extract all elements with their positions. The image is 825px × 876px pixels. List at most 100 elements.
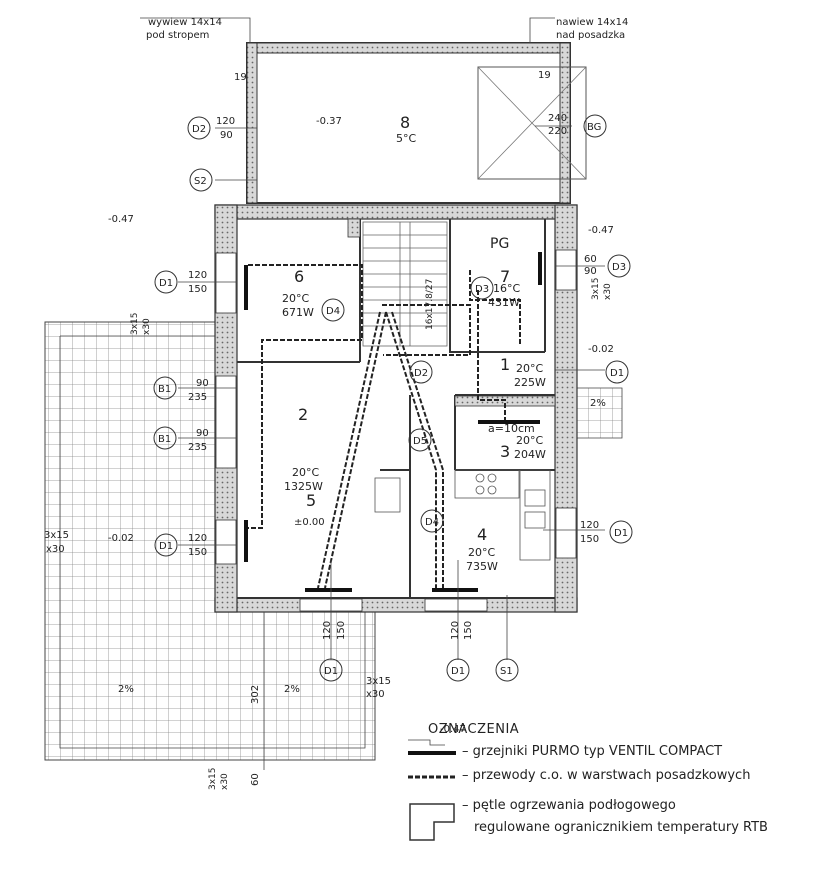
tag-d2-room1: D2 — [409, 360, 433, 384]
dim-150-bottom-a: 150 — [336, 621, 347, 640]
tag-b1-upper: B1 — [153, 376, 177, 400]
legend: OZNACZENIA – grzejniki PURMO typ VENTIL … — [400, 722, 820, 872]
svg-text:D2: D2 — [192, 124, 206, 135]
svg-text:D1: D1 — [159, 278, 173, 289]
room-1-power: 225W — [514, 376, 546, 389]
dim-x30-vertical: x30 — [220, 773, 230, 790]
exhaust-vent-label-2: pod stropem — [146, 30, 209, 41]
svg-text:D1: D1 — [451, 666, 465, 677]
dim-3x15-vertical: 3x15 — [208, 767, 218, 790]
tag-bg: BG — [583, 114, 607, 138]
room-4-number: 4 — [477, 525, 487, 544]
dim-x30-right: x30 — [603, 283, 613, 300]
tag-s2: S2 — [189, 168, 213, 192]
dim-60-room7: 60 — [584, 254, 597, 265]
dim-90-top: 90 — [220, 130, 233, 141]
room-1-number: 1 — [500, 355, 510, 374]
level-0-02-right: -0.02 — [588, 344, 614, 355]
room-7-power: 431W — [488, 296, 520, 309]
level-0-47-bottom: -0.47 — [440, 724, 466, 735]
svg-text:S2: S2 — [194, 176, 207, 187]
svg-text:D3: D3 — [612, 262, 626, 273]
tag-d4-room4: D4 — [420, 509, 444, 533]
dim-150-room6: 150 — [188, 284, 207, 295]
floor-heating-loops — [248, 264, 521, 589]
svg-text:D2: D2 — [414, 368, 428, 379]
room-4-power: 735W — [466, 560, 498, 573]
dim-235-b1-lower: 235 — [188, 442, 207, 453]
dim-120-room6: 120 — [188, 270, 207, 281]
svg-text:D4: D4 — [326, 306, 340, 317]
svg-text:D5: D5 — [413, 436, 427, 447]
svg-text:D1: D1 — [324, 666, 338, 677]
room-2-number: 2 — [298, 405, 308, 424]
dim-x30-left: x30 — [142, 318, 152, 335]
dim-x30-bottom: x30 — [366, 689, 385, 700]
radiator-symbol-icon — [408, 751, 456, 755]
dim-120-bottom-a: 120 — [322, 621, 333, 640]
tag-d5: D5 — [408, 428, 432, 452]
exhaust-vent-label-1: wywiew 14x14 — [148, 17, 222, 28]
dim-90-room7: 90 — [584, 266, 597, 277]
pipe-symbol-icon — [408, 775, 456, 779]
dim-90-b1-lower: 90 — [196, 428, 209, 439]
tag-b1-lower: B1 — [153, 426, 177, 450]
dim-3x15-left: 3x15 — [130, 312, 140, 335]
dim-235-b1-upper: 235 — [188, 392, 207, 403]
dim-3x15-bottom: 3x15 — [366, 676, 391, 687]
spacing-label: a=10cm — [488, 422, 535, 435]
level-0-47-right: -0.47 — [588, 225, 614, 236]
tag-d4-room6: D4 — [321, 298, 345, 322]
room-8-number: 8 — [400, 113, 410, 132]
room-2-power: 1325W — [284, 480, 323, 493]
tag-d1-room6: D1 — [154, 270, 178, 294]
dim-3x15-terrace: 3x15 — [44, 530, 69, 541]
kitchen-fixtures — [374, 469, 551, 561]
svg-text:B1: B1 — [158, 434, 171, 445]
tag-d1-room4: D1 — [609, 520, 633, 544]
room-3-power: 204W — [514, 448, 546, 461]
dim-220: 220 — [548, 126, 567, 137]
dim-x30-terrace: x30 — [46, 544, 65, 555]
legend-title: OZNACZENIA — [428, 722, 520, 737]
level-0-37: -0.37 — [316, 116, 342, 127]
dim-90-b1-upper: 90 — [196, 378, 209, 389]
supply-vent-label-2: nad posadzka — [556, 30, 625, 41]
room-6-temp: 20°C — [282, 292, 309, 305]
room-5-number: 5 — [306, 491, 316, 510]
annex-room-8 — [246, 42, 587, 204]
level-0-47-left: -0.47 — [108, 214, 134, 225]
slope-terrace-mid: 2% — [284, 684, 300, 695]
pg-label: PG — [490, 236, 509, 252]
svg-text:D3: D3 — [475, 284, 489, 295]
tag-s1: S1 — [495, 658, 519, 682]
dim-150-bottom-b: 150 — [463, 621, 474, 640]
slope-terrace-left: 2% — [118, 684, 134, 695]
room-2-temp: 20°C — [292, 466, 319, 479]
dim-60-bottom: 60 — [250, 773, 261, 786]
room-3-temp: 20°C — [516, 434, 543, 447]
floor-loop-symbol-icon — [409, 803, 455, 841]
tag-d1-lower-left: D1 — [154, 533, 178, 557]
room-7-temp: 16°C — [493, 282, 520, 295]
svg-text:D1: D1 — [610, 368, 624, 379]
dim-3x15-right: 3x15 — [591, 277, 601, 300]
room-8-temp: 5°C — [396, 132, 416, 145]
svg-text:D4: D4 — [425, 517, 439, 528]
radiators — [244, 252, 542, 592]
svg-text:BG: BG — [587, 122, 601, 133]
dim-240: 240 — [548, 113, 567, 124]
svg-text:D1: D1 — [614, 528, 628, 539]
room-6-number: 6 — [294, 267, 304, 286]
svg-text:B1: B1 — [158, 384, 171, 395]
supply-vent-label-1: nawiew 14x14 — [556, 17, 628, 28]
tag-d1-bottom-b: D1 — [446, 658, 470, 682]
room-3-number: 3 — [500, 442, 510, 461]
tag-d1-room1: D1 — [605, 360, 629, 384]
dim-120-bottom-b: 120 — [450, 621, 461, 640]
dim-120-room4: 120 — [580, 520, 599, 531]
dim-19-right: 19 — [538, 70, 551, 81]
level-0-02-left: -0.02 — [108, 533, 134, 544]
room-7-number: 7 — [500, 267, 510, 286]
